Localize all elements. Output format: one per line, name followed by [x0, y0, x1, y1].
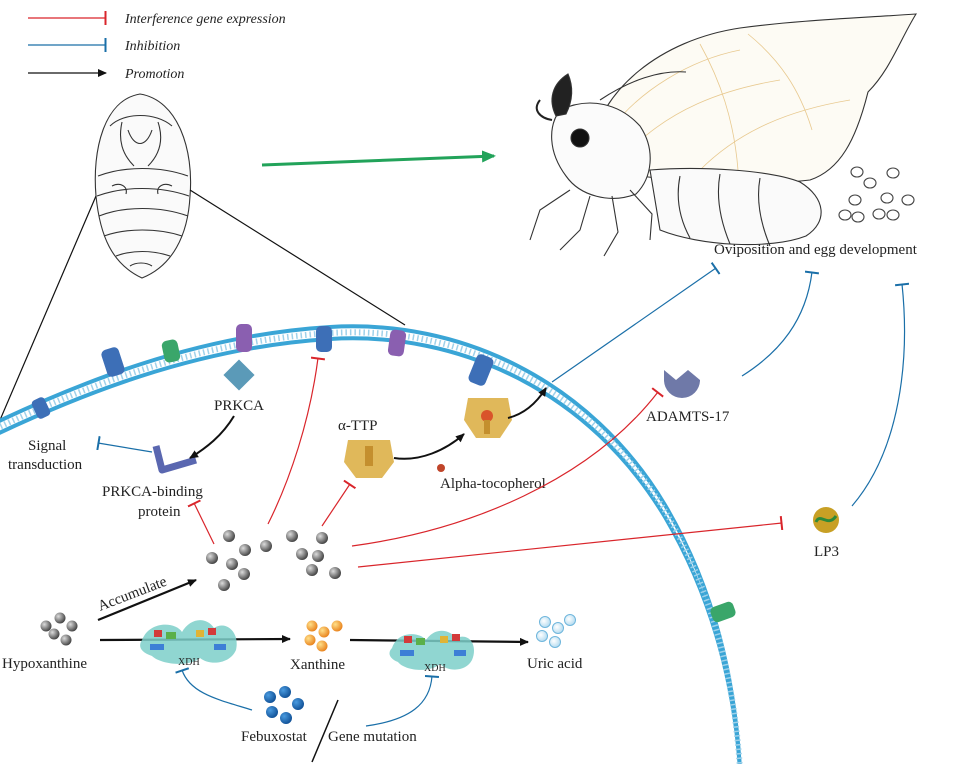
alpha-tocopherol-dot: [437, 464, 445, 472]
mutation-inhibits-xdh2: [365, 674, 440, 727]
receptor-4: [236, 324, 252, 352]
zoom-line-right: [189, 189, 406, 326]
febuxostat-label: Febuxostat: [241, 729, 308, 745]
hypoxanthine-molecules: [40, 612, 78, 646]
adamts-to-oviposition-inhibition: [741, 270, 820, 377]
cell-membrane: [0, 324, 743, 764]
xdh-2-label: XDH: [424, 663, 446, 674]
legend: Interference gene expression Inhibition …: [28, 11, 286, 82]
prkca-to-binding-arrow: [189, 415, 235, 459]
legend-inhibition-label: Inhibition: [124, 39, 180, 54]
zoom-line-left: [0, 195, 97, 421]
xanthine-molecules: [304, 620, 343, 652]
interference-to-receptor: [267, 356, 326, 525]
alpha-ttp-label: α-TTP: [338, 418, 378, 434]
prkca-bp-label-line1: PRKCA-binding: [102, 484, 203, 500]
interference-to-prkca-bp: [187, 499, 215, 545]
legend-promotion-label: Promotion: [124, 67, 184, 82]
febuxostat-inhibits-xdh1: [175, 667, 253, 711]
receptor-3: [161, 339, 181, 363]
xdh-1-label: XDH: [178, 657, 200, 668]
alpha-tocopherol-label: Alpha-tocopherol: [440, 476, 546, 492]
eggs-cluster: [838, 166, 915, 223]
receptor-6: [387, 329, 407, 357]
hypoxanthine-cluster-inside: [206, 530, 341, 591]
prkca-label: PRKCA: [214, 398, 264, 414]
lp3-label: LP3: [814, 544, 839, 560]
receptor-1: [31, 397, 51, 419]
ttp-to-oviposition-inhibition: [551, 261, 721, 383]
signal-label-line1: Signal: [28, 438, 66, 454]
pupa-illustration: [94, 93, 192, 279]
febuxostat-molecules: [264, 686, 304, 724]
alpha-ttp-icon: [344, 440, 394, 478]
alpha-ttp-bound-icon: [464, 398, 512, 438]
interference-to-adamts: [351, 387, 664, 547]
development-arrow: [261, 150, 496, 167]
oviposition-label: Oviposition and egg development: [714, 242, 918, 258]
lp3-icon: [813, 507, 839, 533]
interference-to-alpha-ttp: [321, 479, 357, 527]
receptor-8: [710, 601, 736, 623]
xdh-enzyme-1: [140, 620, 237, 664]
uric-acid-molecules: [536, 614, 576, 648]
prkca-binding-protein-icon: [152, 445, 197, 474]
adamts-17-icon: [664, 370, 700, 398]
prkca-icon: [223, 359, 255, 391]
gene-mutation-label: Gene mutation: [328, 729, 417, 745]
xdh-enzyme-2: [389, 630, 475, 670]
ttp-export-arrow: [507, 387, 547, 419]
ttp-binding-arrow: [393, 433, 465, 460]
receptor-7: [468, 354, 494, 386]
prkca-bp-label-line2: protein: [138, 504, 181, 520]
legend-interference-label: Interference gene expression: [124, 12, 286, 27]
hypoxanthine-label: Hypoxanthine: [2, 656, 87, 672]
accumulate-arrow: [97, 578, 197, 622]
receptor-5: [316, 326, 332, 352]
binding-to-signal-inhibition: [96, 436, 153, 453]
adamts-17-label: ADAMTS-17: [646, 409, 730, 425]
receptor-2: [101, 347, 125, 377]
xanthine-label: Xanthine: [290, 657, 345, 673]
separator-slash: [311, 699, 339, 763]
interference-to-lp3: [357, 515, 784, 568]
lp3-to-oviposition-inhibition: [851, 282, 910, 507]
uric-acid-label: Uric acid: [527, 656, 583, 672]
signal-label-line2: transduction: [8, 457, 83, 473]
moth-illustration: [529, 13, 918, 257]
